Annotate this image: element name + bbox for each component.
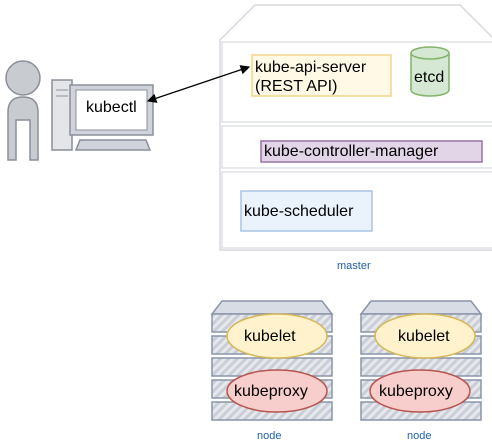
- node-1-caption: node: [257, 430, 282, 442]
- api-server-label: kube-api-server: [255, 59, 367, 76]
- node-1-kubelet-label: kubelet: [244, 328, 296, 345]
- kubectl-label: kubectl: [86, 99, 137, 116]
- api-server-sublabel: (REST API): [255, 78, 338, 95]
- node-2-kubelet-label: kubelet: [398, 328, 450, 345]
- controller-manager-box: [260, 140, 483, 163]
- node-1-kubelet-ellipse: [226, 313, 328, 359]
- etcd-cylinder: [410, 46, 450, 97]
- node-2-kubeproxy-label: kubeproxy: [379, 383, 453, 400]
- api-server-box: [251, 54, 392, 97]
- node-1-kubeproxy-ellipse: [226, 369, 328, 413]
- user-icon: [5, 60, 41, 161]
- etcd-label: etcd: [414, 69, 445, 86]
- node-2-caption: node: [407, 430, 432, 442]
- scheduler-label: kube-scheduler: [244, 203, 354, 220]
- node-2-kubelet-ellipse: [374, 313, 476, 359]
- workstation-icon: [51, 79, 154, 151]
- scheduler-box: [240, 190, 373, 232]
- controller-manager-label: kube-controller-manager: [264, 143, 439, 160]
- node-2-kubeproxy-ellipse: [369, 369, 471, 413]
- node-1-kubeproxy-label: kubeproxy: [234, 383, 308, 400]
- master-caption: master: [337, 260, 371, 272]
- kubectl-api-arrow: [146, 65, 251, 103]
